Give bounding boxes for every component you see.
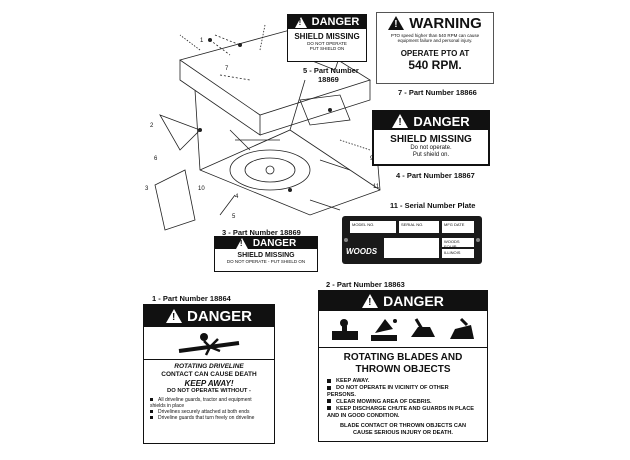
decal-7-operate: OPERATE PTO AT	[400, 49, 470, 59]
decal-2-header: DANGER	[319, 291, 487, 311]
decal-7-rpm: 540 RPM.	[408, 58, 462, 73]
thrown-object-icon	[370, 319, 397, 341]
decal-2-pictograms	[319, 311, 487, 348]
decal-3-header: DANGER	[215, 237, 317, 249]
warning-triangle-icon	[392, 114, 409, 128]
caption-5-number: 18869	[318, 75, 339, 84]
callout-2: 2	[150, 123, 154, 129]
decal-2-footer: BLADE CONTACT OR THROWN OBJECTS CAN CAUS…	[339, 422, 467, 436]
callout-3: 3	[145, 186, 149, 192]
decal-5-line1: DO NOT OPERATE	[307, 41, 347, 46]
serial-number-plate: MODEL NO. SERIAL NO. MFG DATE WOODS EQUI…	[342, 216, 482, 264]
entangled-person-icon	[178, 333, 240, 356]
plate-rivet	[476, 238, 480, 242]
list-item: DO NOT OPERATE IN VICINITY OF OTHER PERS…	[327, 384, 449, 398]
plate-rivet	[344, 238, 348, 242]
callout-6: 6	[154, 156, 158, 162]
list-item: KEEP AWAY.	[327, 378, 479, 385]
list-item: CLEAR MOWING AREA OF DEBRIS.	[327, 399, 479, 406]
decal-7-warning-pto: WARNING PTO speed higher than 540 RPM ca…	[376, 12, 494, 84]
decal-4-line1: Do not operate.	[410, 145, 452, 151]
warning-triangle-icon	[388, 16, 405, 30]
plate-model-field: MODEL NO.	[350, 221, 396, 233]
plate-serial-field: SERIAL NO.	[399, 221, 439, 233]
decal-5-line2: PUT SHIELD ON	[309, 46, 345, 52]
caption-7: 7 - Part Number 18866	[398, 88, 477, 97]
caption-5: 5 - Part Number	[303, 66, 359, 75]
list-item: Drivelines securely attached at both end…	[150, 409, 268, 415]
callout-4: 4	[235, 194, 239, 200]
list-item: Driveline guards that turn freely on dri…	[150, 415, 268, 421]
decal-5-title: SHIELD MISSING	[294, 32, 360, 41]
decal-7-body-line1: PTO speed higher than 540 RPM can cause	[390, 33, 480, 38]
decal-1-list: All driveline guards, tractor and equipm…	[144, 395, 274, 423]
decal-2-list: KEEP AWAY. DO NOT OPERATE IN VICINITY OF…	[319, 375, 487, 423]
list-item: All driveline guards, tractor and equipm…	[150, 397, 252, 410]
warning-triangle-icon	[165, 309, 182, 323]
decal-4-shield-missing: DANGER SHIELD MISSING Do not operate. Pu…	[372, 110, 490, 166]
list-item: KEEP DISCHARGE CHUTE AND GUARDS IN PLACE…	[327, 405, 474, 419]
blade-housing	[229, 149, 311, 191]
caption-4: 4 - Part Number 18867	[396, 171, 475, 180]
plate-misc2-field: WOODS EQUIP.	[442, 238, 474, 249]
callout-5: 5	[232, 214, 236, 220]
decal-1-text: ROTATING DRIVELINE CONTACT CAN CAUSE DEA…	[161, 363, 257, 395]
decal-7-header: WARNING	[377, 13, 493, 33]
deck-front-edge	[179, 60, 261, 136]
callout-1: 1	[200, 38, 204, 44]
person-on-mower-icon	[331, 319, 358, 340]
decal-4-title: SHIELD MISSING	[390, 134, 472, 145]
callout-7: 7	[225, 66, 229, 72]
plate-date-field: MFG DATE	[442, 221, 474, 233]
caption-3: 3 - Part Number 18869	[222, 228, 301, 237]
decal-1-header: DANGER	[144, 305, 274, 327]
deck-side-outline	[194, 89, 381, 216]
decal-3-title: SHIELD MISSING	[237, 252, 295, 259]
callout-10: 10	[198, 186, 205, 192]
decal-5-shield-missing: DANGER SHIELD MISSING DO NOT OPERATE PUT…	[287, 14, 367, 62]
caption-1: 1 - Part Number 18864	[152, 294, 231, 303]
hand-blade-icon	[410, 318, 435, 337]
rear-shield	[154, 169, 196, 231]
plate-blank-field	[384, 238, 439, 258]
warning-triangle-icon	[294, 16, 307, 28]
decal-4-header: DANGER	[374, 112, 488, 130]
plate-misc3-field: ILLINOIS	[442, 249, 474, 258]
decal-7-body-line2: equipment failure and personal injury.	[397, 38, 473, 44]
plate-brand-logo: WOODS	[346, 247, 378, 256]
decal-3-line1: DO NOT OPERATE - PUT SHIELD ON	[226, 259, 306, 264]
decal-1-pictogram	[144, 327, 274, 360]
decal-4-line2: Put shield on.	[412, 152, 450, 159]
front-shield	[159, 114, 201, 151]
decal-2-rotating-blades: DANGER ROTATING BLADES AND THROWN OBJECT…	[318, 290, 488, 442]
warning-triangle-icon	[235, 237, 248, 249]
decal-1-rotating-driveline: DANGER ROTATING DRIVELINE CONTACT CAN CA…	[143, 304, 275, 444]
warning-triangle-icon	[362, 294, 379, 308]
callout-11: 11	[373, 184, 380, 190]
decal-5-header: DANGER	[288, 15, 366, 29]
caption-11: 11 - Serial Number Plate	[390, 201, 476, 210]
chute-guard-icon	[449, 317, 474, 339]
caption-2: 2 - Part Number 18863	[326, 280, 405, 289]
mower-exploded-drawing: 1 2 3 4 5 6 7 8 9 10 11	[145, 24, 381, 231]
decal-2-title: ROTATING BLADES AND THROWN OBJECTS	[343, 352, 463, 375]
decal-3-shield-missing: DANGER SHIELD MISSING DO NOT OPERATE - P…	[214, 236, 318, 272]
